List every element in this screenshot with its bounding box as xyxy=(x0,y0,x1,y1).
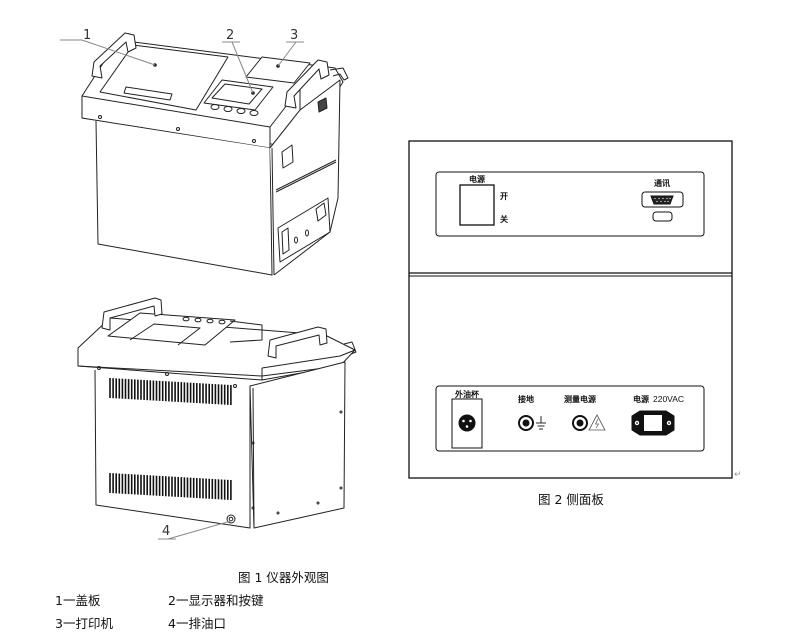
legend-item-display: 2一显示器和按键 xyxy=(168,593,264,608)
device-top-view-drawing xyxy=(60,32,357,540)
upper-panel xyxy=(435,171,705,237)
figure-2-caption: 图 2 侧面板 xyxy=(538,492,604,507)
figure-1-caption: 图 1 仪器外观图 xyxy=(238,570,329,585)
comm-port-frame xyxy=(641,191,684,208)
oil-cup-socket-frame xyxy=(451,398,483,449)
vent-upper xyxy=(109,378,232,406)
handle-right xyxy=(267,326,328,359)
ground-symbol-icon xyxy=(536,416,546,430)
power-label: 电源 xyxy=(469,175,485,184)
xlr-socket-icon xyxy=(458,414,476,432)
oil-cup-label: 外油杯 xyxy=(455,390,479,399)
figure-2: 电源 开 关 通讯 外油杯 接地 测量电源 电源 220VAC ↵ 图 2 侧面… xyxy=(400,130,790,530)
ground-terminal xyxy=(518,415,534,431)
comm-indicator xyxy=(652,211,673,222)
keypad-buttons xyxy=(210,104,259,116)
paragraph-mark: ↵ xyxy=(734,470,742,480)
off-label: 关 xyxy=(500,215,508,224)
mains-voltage-label: 220VAC xyxy=(653,394,685,404)
measure-power-label: 测量电源 xyxy=(564,395,596,404)
legend-item-drain: 4一排油口 xyxy=(168,616,226,631)
side-panel-drawing xyxy=(408,140,733,479)
ground-label: 接地 xyxy=(518,395,534,404)
comm-label: 通讯 xyxy=(654,179,670,188)
on-label: 开 xyxy=(500,192,508,201)
device-upper xyxy=(60,32,349,276)
legend-item-printer: 3一打印机 xyxy=(55,616,113,631)
handle-right xyxy=(284,59,330,109)
vent-lower xyxy=(109,473,232,501)
device-lower xyxy=(77,297,357,540)
side-panel-frame xyxy=(408,140,733,479)
callout-3: 3 xyxy=(290,28,299,43)
mains-label: 电源 xyxy=(633,395,649,404)
legend-item-cover: 1一盖板 xyxy=(55,593,101,608)
measure-power-terminal xyxy=(572,415,588,431)
figure-1: 1 2 3 4 图 1 仪器外观图 1一盖板 2一显示器和按键 3一打印机 4一… xyxy=(55,28,357,631)
callout-1: 1 xyxy=(83,28,92,43)
callout-4: 4 xyxy=(162,524,171,539)
db9-port-icon xyxy=(650,195,674,205)
callout-2: 2 xyxy=(226,28,235,43)
high-voltage-warning-icon xyxy=(588,414,606,431)
power-switch xyxy=(459,184,495,226)
lower-panel xyxy=(435,385,705,452)
handle-left xyxy=(101,297,163,331)
printer xyxy=(245,56,311,84)
handle-left xyxy=(91,32,137,79)
drain-port xyxy=(226,514,236,524)
